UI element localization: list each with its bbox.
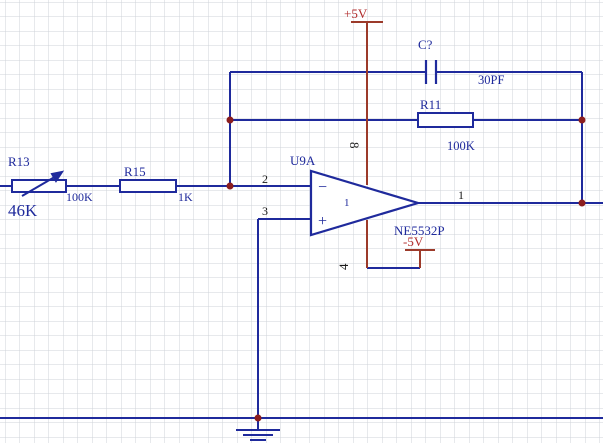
pin-2-label: 2 bbox=[262, 172, 268, 186]
pin-8-label: 8 bbox=[347, 142, 362, 149]
capacitor-value: 30PF bbox=[478, 73, 504, 87]
opamp-plus-sign: + bbox=[318, 213, 327, 230]
capacitor-ref: C? bbox=[418, 37, 433, 52]
r13-tap-value: 100K bbox=[66, 190, 93, 204]
opamp-unit: 1 bbox=[344, 197, 350, 209]
junctions bbox=[226, 116, 586, 422]
opamp-ref: U9A bbox=[290, 153, 316, 168]
r13-ref: R13 bbox=[8, 154, 30, 169]
r15-ref: R15 bbox=[124, 164, 146, 179]
r15-value: 1K bbox=[178, 190, 193, 204]
opamp-triangle bbox=[309, 169, 422, 237]
vee-label: -5V bbox=[403, 234, 424, 249]
pin-3-label: 3 bbox=[262, 204, 268, 218]
r11-value: 100K bbox=[447, 139, 475, 153]
r13-value: 46K bbox=[8, 201, 38, 220]
power-wires bbox=[366, 22, 421, 268]
junction-feedback-right bbox=[578, 116, 586, 124]
junction-ground bbox=[254, 414, 262, 422]
capacitor-icon bbox=[424, 60, 438, 84]
pin-4-label: 4 bbox=[336, 263, 351, 270]
opamp-minus-sign: − bbox=[318, 179, 327, 196]
r11-ref: R11 bbox=[420, 97, 441, 112]
r11-resistor-box bbox=[417, 112, 474, 128]
vcc-label: +5V bbox=[344, 6, 368, 21]
ground-icon bbox=[236, 429, 280, 441]
opamp-part: NE5532P bbox=[394, 223, 445, 238]
potentiometer-arrow bbox=[21, 170, 65, 197]
wires bbox=[0, 71, 603, 430]
r15-resistor-box bbox=[119, 179, 177, 193]
junction-output bbox=[578, 199, 586, 207]
junction-feedback-left bbox=[226, 116, 234, 124]
pin-1-label: 1 bbox=[458, 188, 464, 202]
junction-inv-node bbox=[226, 182, 234, 190]
